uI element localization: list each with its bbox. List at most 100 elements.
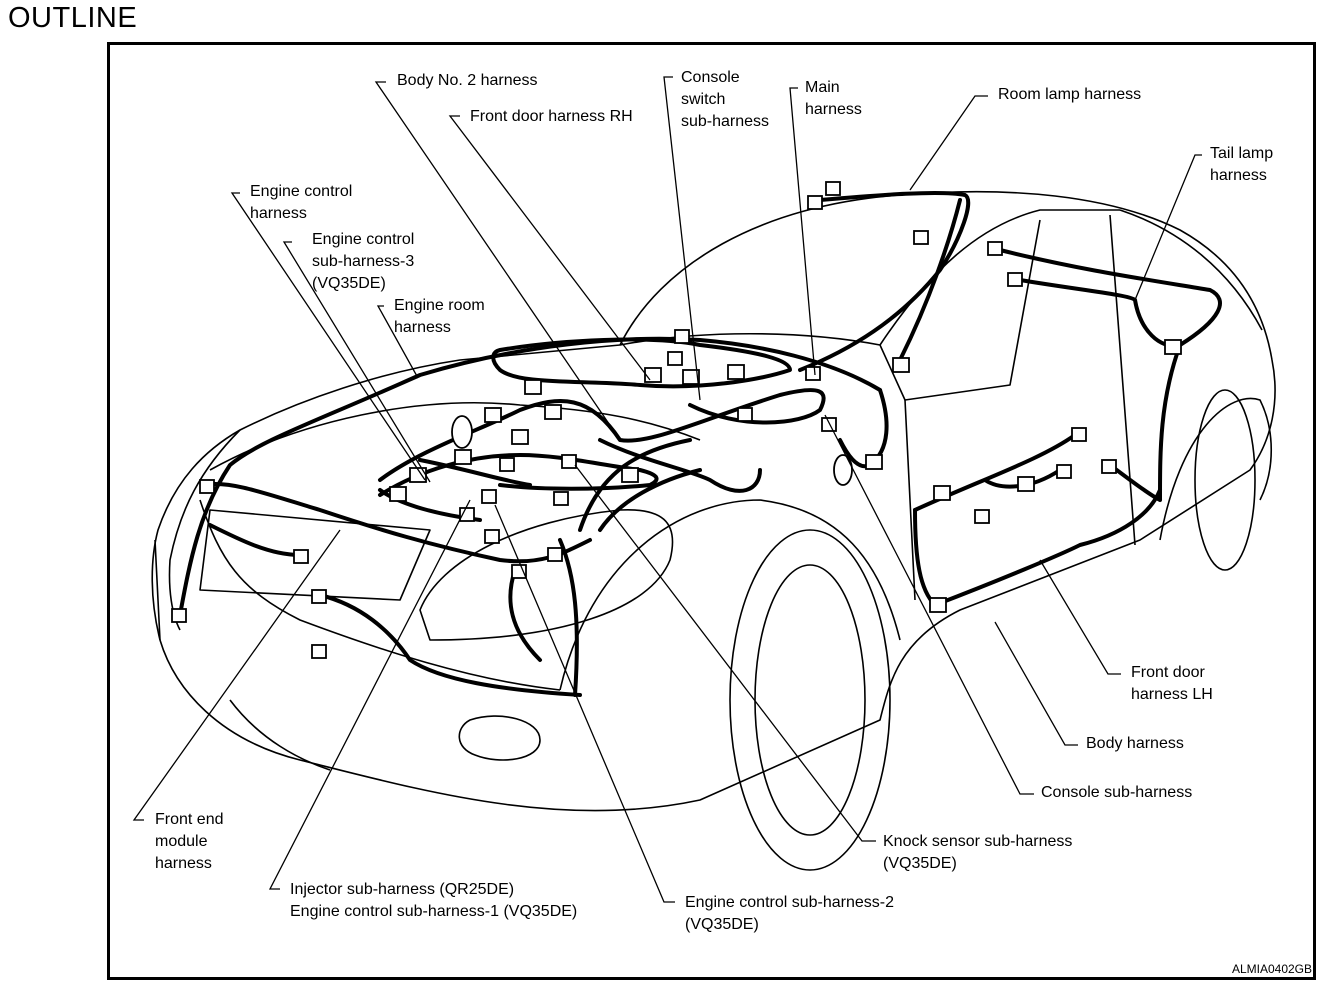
connector <box>807 195 823 210</box>
tail-lamp-wire <box>1108 343 1182 502</box>
label-main-harness: Main harness <box>805 79 862 118</box>
connector <box>929 597 947 613</box>
diagram-frame <box>107 42 1316 980</box>
connector <box>644 367 662 383</box>
leader-console-switch <box>663 76 701 401</box>
leader-engine-control-sub2 <box>494 504 675 903</box>
leader-body <box>994 621 1078 746</box>
front-wheel-inner <box>754 564 866 836</box>
connector <box>547 547 563 562</box>
headlight <box>419 509 674 641</box>
a-pillar-wire <box>898 198 962 362</box>
front-end-module-wire <box>178 336 882 617</box>
grille <box>199 509 431 601</box>
leader-room-lamp <box>909 95 988 191</box>
rear-wheel-arch <box>1159 397 1272 541</box>
lower-sill <box>154 539 331 771</box>
connector <box>974 509 990 524</box>
connector <box>293 549 309 564</box>
hood-line <box>209 402 701 471</box>
body-harness-wire <box>998 248 1222 348</box>
connector <box>727 364 745 380</box>
label-front-door-harness-lh: Front door harness LH <box>1131 664 1213 703</box>
connector <box>933 485 951 501</box>
connector <box>892 357 910 373</box>
connector <box>481 489 497 504</box>
front-wheel <box>729 529 891 871</box>
front-bumper <box>199 499 561 691</box>
connector <box>524 379 542 395</box>
connector <box>1101 459 1117 474</box>
connector <box>553 491 569 506</box>
label-engine-control-sub-harness-3: Engine control sub-harness-3 (VQ35DE) <box>312 231 415 292</box>
connector <box>737 407 753 422</box>
label-engine-room-harness: Engine room harness <box>394 297 485 336</box>
connector <box>199 479 215 494</box>
page-title: OUTLINE <box>8 2 138 34</box>
label-console-switch-sub-harness: Console switch sub-harness <box>681 69 770 130</box>
car-outline <box>151 190 1276 871</box>
leader-engine-control <box>230 192 426 481</box>
leader-injector <box>268 499 471 890</box>
connector <box>1007 272 1023 287</box>
label-knock-sensor-sub-harness: Knock sensor sub-harness (VQ35DE) <box>883 833 1073 872</box>
rear-wheel <box>1194 389 1256 571</box>
engine-control-loop <box>491 337 792 389</box>
engine-room-wire <box>203 482 592 564</box>
connector <box>674 329 690 344</box>
label-front-end-module-harness: Front end module harness <box>155 811 224 872</box>
label-body-harness: Body harness <box>1086 735 1184 752</box>
connector <box>561 454 577 469</box>
connector <box>865 454 883 470</box>
label-room-lamp-harness: Room lamp harness <box>998 86 1142 103</box>
connector <box>1056 464 1072 479</box>
label-engine-control-harness: Engine control harness <box>250 183 353 222</box>
sensor <box>833 454 853 486</box>
connector <box>311 644 327 659</box>
connector <box>1017 476 1035 492</box>
leader-engine-control-sub3 <box>282 241 431 483</box>
connector <box>499 457 515 472</box>
connectors <box>171 181 1182 659</box>
connector <box>805 366 821 381</box>
figure-id: ALMIA0402GB <box>1231 962 1312 976</box>
connector <box>311 589 327 604</box>
connector <box>454 449 472 465</box>
room-lamp-wire <box>798 190 971 372</box>
sensor <box>451 415 473 449</box>
label-body-no2-harness: Body No. 2 harness <box>397 72 538 89</box>
connector <box>484 407 502 423</box>
label-console-sub-harness: Console sub-harness <box>1041 784 1193 801</box>
connector <box>484 529 500 544</box>
leader-engine-room <box>376 305 419 379</box>
connector <box>682 369 700 385</box>
label-front-door-harness-rh: Front door harness RH <box>470 108 633 125</box>
label-engine-control-sub-harness-2: Engine control sub-harness-2 (VQ35DE) <box>685 894 895 933</box>
label-tail-lamp-harness: Tail lamp harness <box>1210 145 1274 184</box>
fender-apron-wire <box>578 438 702 532</box>
connector <box>913 230 929 245</box>
leader-front-end <box>132 529 341 821</box>
leader-lines <box>132 76 1202 903</box>
lower-front-wire <box>208 523 582 697</box>
car-body-silhouette <box>151 190 1276 812</box>
fog-lamp <box>458 715 541 761</box>
connector <box>389 486 407 502</box>
connector <box>667 351 683 366</box>
connector <box>171 608 187 623</box>
connector <box>1071 427 1087 442</box>
leader-main <box>789 87 816 376</box>
leader-tail-lamp <box>1134 154 1202 301</box>
leader-front-door-rh <box>448 115 651 381</box>
connector <box>825 181 841 196</box>
connector <box>544 404 562 420</box>
label-injector-sub-harness: Injector sub-harness (QR25DE) Engine con… <box>290 881 578 920</box>
fender-front-wire <box>508 538 579 697</box>
connector <box>821 417 837 432</box>
connector <box>987 241 1003 256</box>
connector <box>511 429 529 445</box>
leader-body-no2 <box>374 81 621 441</box>
connector <box>1164 339 1182 355</box>
door-line <box>904 214 1136 601</box>
